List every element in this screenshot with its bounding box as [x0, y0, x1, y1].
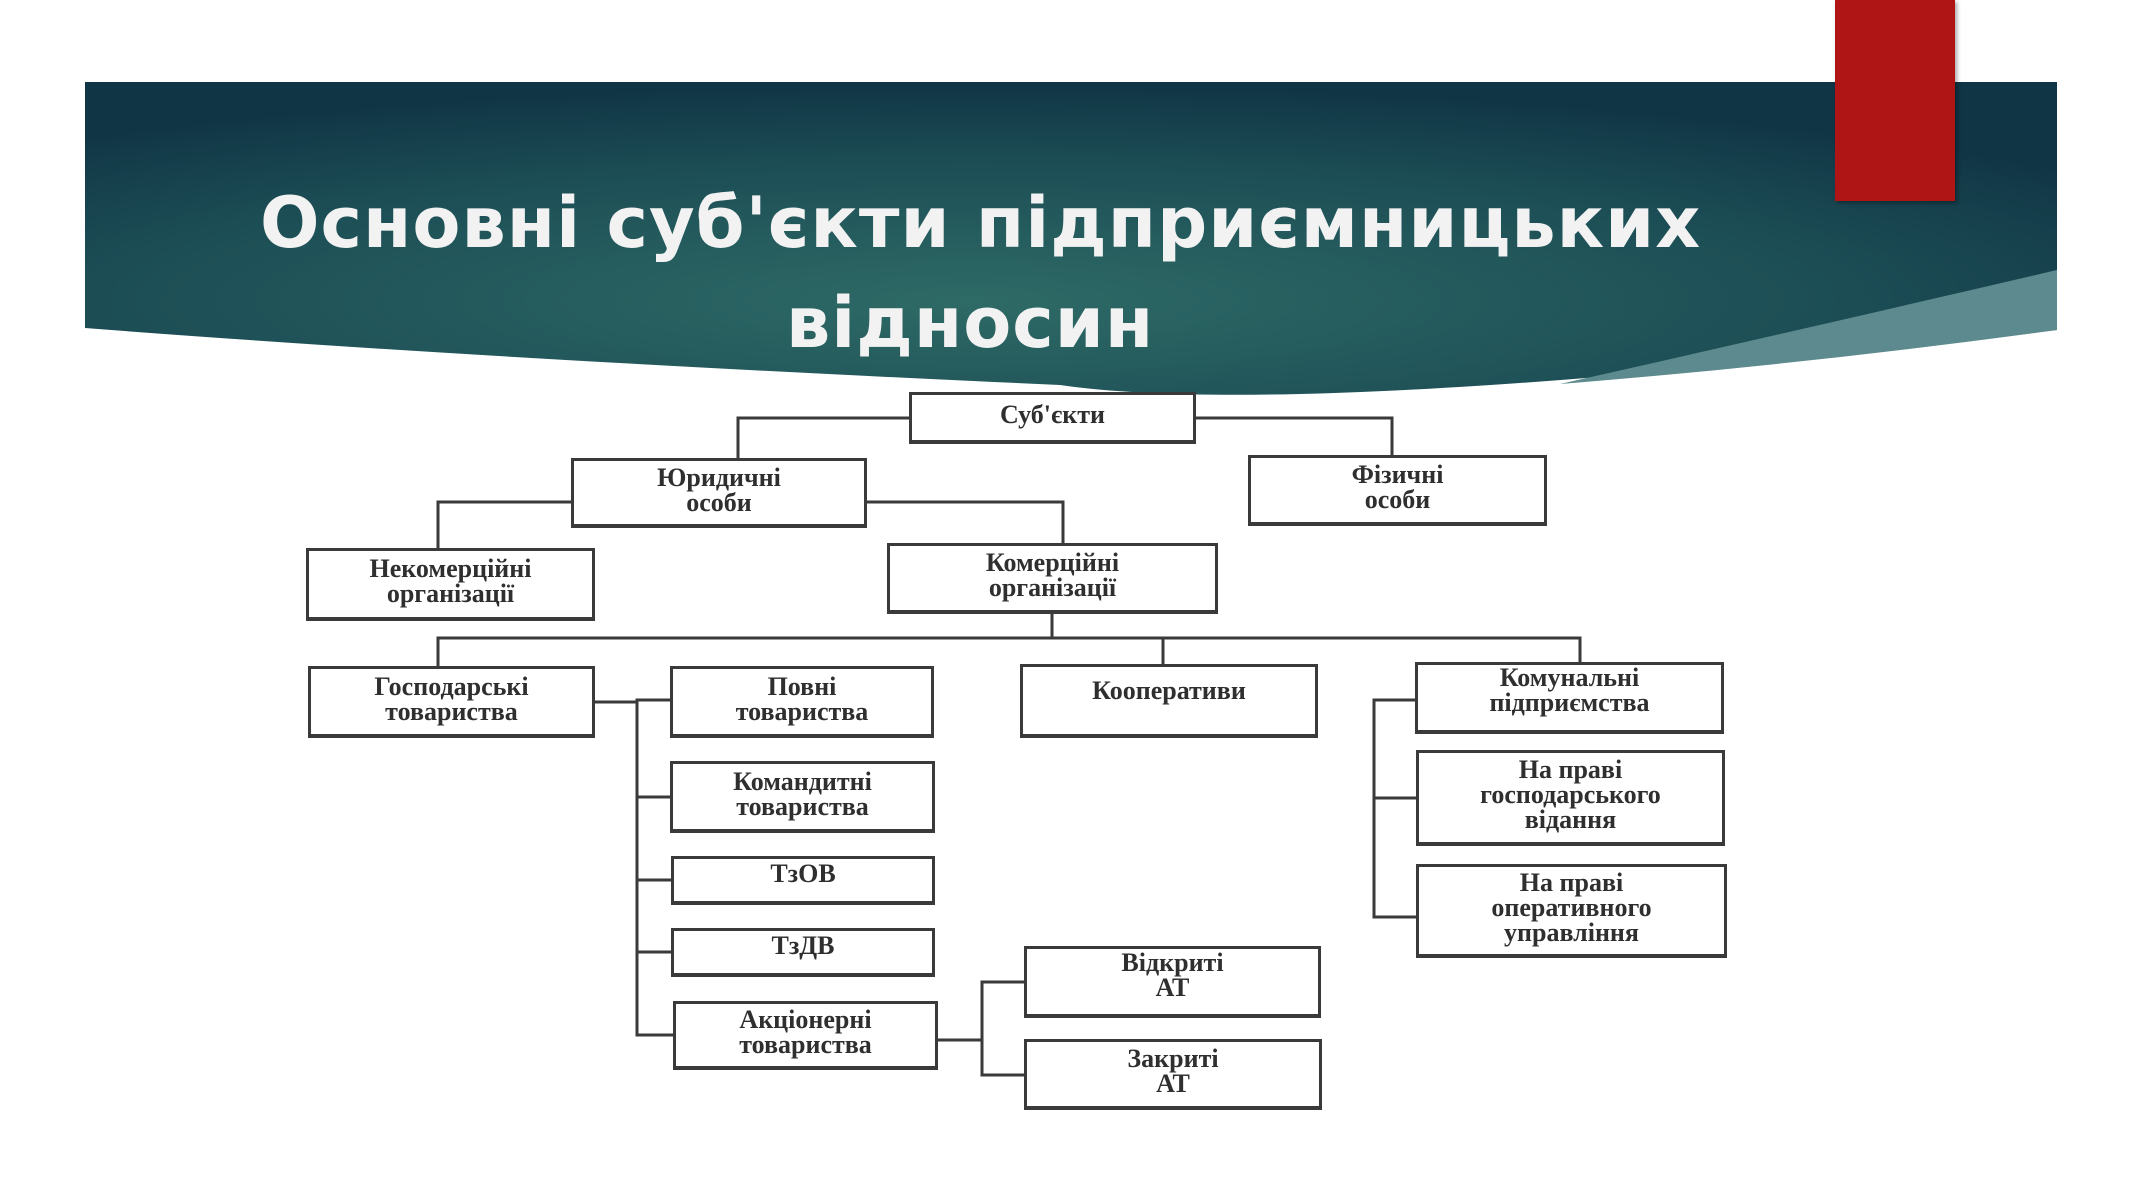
- node-closed-jsc: Закриті АТ: [1024, 1039, 1322, 1110]
- banner-shape: [85, 82, 2057, 395]
- connector: [1196, 416, 1394, 455]
- node-joint-stock: Акціонерні товариства: [673, 1001, 938, 1070]
- connector: [1372, 698, 1416, 919]
- banner-highlight: [1560, 270, 2057, 384]
- accent-bar: [1835, 0, 1955, 201]
- connector: [980, 980, 1024, 1077]
- node-municipal: Комунальні підприємства: [1415, 662, 1724, 734]
- connector: [867, 500, 1065, 543]
- connector: [436, 500, 571, 548]
- node-non-commercial: Некомерційні організації: [306, 548, 595, 621]
- node-operational-management: На праві оперативного управління: [1416, 864, 1727, 958]
- title-banner: [85, 82, 2057, 395]
- node-llc: ТзОВ: [671, 856, 935, 905]
- node-commercial: Комерційні організації: [887, 543, 1218, 614]
- connector: [736, 416, 909, 458]
- node-subjects: Суб'єкти: [909, 392, 1196, 444]
- node-general-partnerships: Повні товариства: [670, 666, 934, 738]
- slide-title-line2: відносин: [786, 282, 1155, 364]
- node-business-partnerships: Господарські товариства: [308, 666, 595, 738]
- connector: [635, 698, 673, 1037]
- slide-title-line1: Основні суб'єкти підприємницьких: [260, 182, 1702, 264]
- node-cooperatives: Кооперативи: [1020, 664, 1318, 738]
- node-alc: ТзДВ: [671, 928, 935, 977]
- node-open-jsc: Відкриті АТ: [1024, 946, 1321, 1018]
- node-economic-management: На праві господарського відання: [1416, 750, 1725, 846]
- node-individuals: Фізичні особи: [1248, 455, 1547, 526]
- connector: [436, 636, 1582, 666]
- node-limited-partnerships: Командитні товариства: [670, 761, 935, 833]
- node-legal-entities: Юридичні особи: [571, 458, 867, 528]
